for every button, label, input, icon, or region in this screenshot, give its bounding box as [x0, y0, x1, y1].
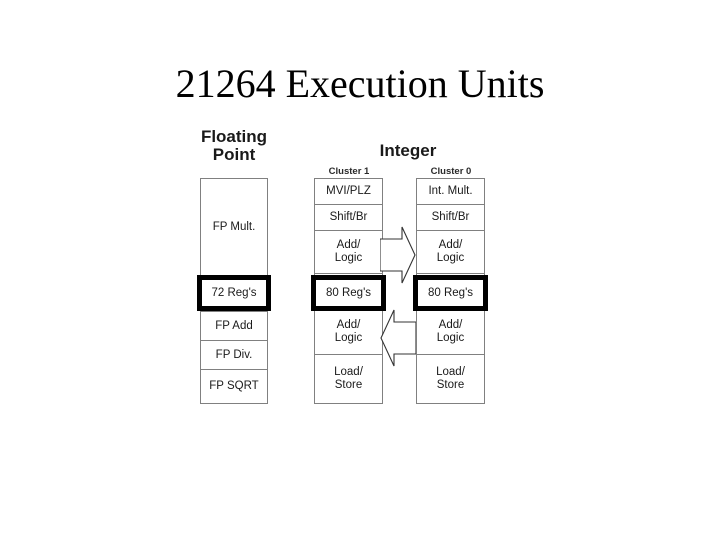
- cluster1-to-cluster0-arrow-icon: [380, 226, 416, 284]
- register-file-box-fp: 72 Reg's: [197, 275, 271, 311]
- unit-cell-c1-add-logic-lower: Add/ Logic: [315, 310, 382, 355]
- unit-cell-fp-sqrt: FP SQRT: [201, 370, 267, 403]
- unit-cell-c1-mvi-plz: MVI/PLZ: [315, 179, 382, 205]
- page-title: 21264 Execution Units: [175, 61, 545, 106]
- floating-point-header-line-2: Point: [212, 145, 256, 165]
- unit-cell-c0-int-mult: Int. Mult.: [417, 179, 484, 205]
- register-file-box-cluster-1: 80 Reg's: [311, 275, 386, 311]
- cluster-1-subheader: Cluster 1: [328, 166, 370, 177]
- unit-cell-fp-add: FP Add: [201, 312, 267, 341]
- unit-cell-fp-div: FP Div.: [201, 341, 267, 370]
- unit-cell-c0-shift-br: Shift/Br: [417, 205, 484, 231]
- floating-point-header-line-1: Floating: [200, 127, 268, 146]
- unit-cell-c0-add-logic-lower: Add/ Logic: [417, 310, 484, 355]
- floating-point-header: Floating Point: [186, 127, 282, 165]
- register-file-box-cluster-0: 80 Reg's: [413, 275, 488, 311]
- unit-cell-c0-add-logic-upper: Add/ Logic: [417, 231, 484, 274]
- unit-cell-c1-shift-br: Shift/Br: [315, 205, 382, 231]
- unit-cell-fp-mult: FP Mult.: [201, 179, 267, 276]
- cluster-0-subheader: Cluster 0: [430, 166, 472, 177]
- unit-cell-c0-load-store: Load/ Store: [417, 355, 484, 403]
- integer-group-header: Integer: [379, 141, 437, 160]
- unit-cell-c1-load-store: Load/ Store: [315, 355, 382, 403]
- unit-cell-c1-add-logic-upper: Add/ Logic: [315, 231, 382, 274]
- cluster0-to-cluster1-arrow-icon: [380, 309, 416, 367]
